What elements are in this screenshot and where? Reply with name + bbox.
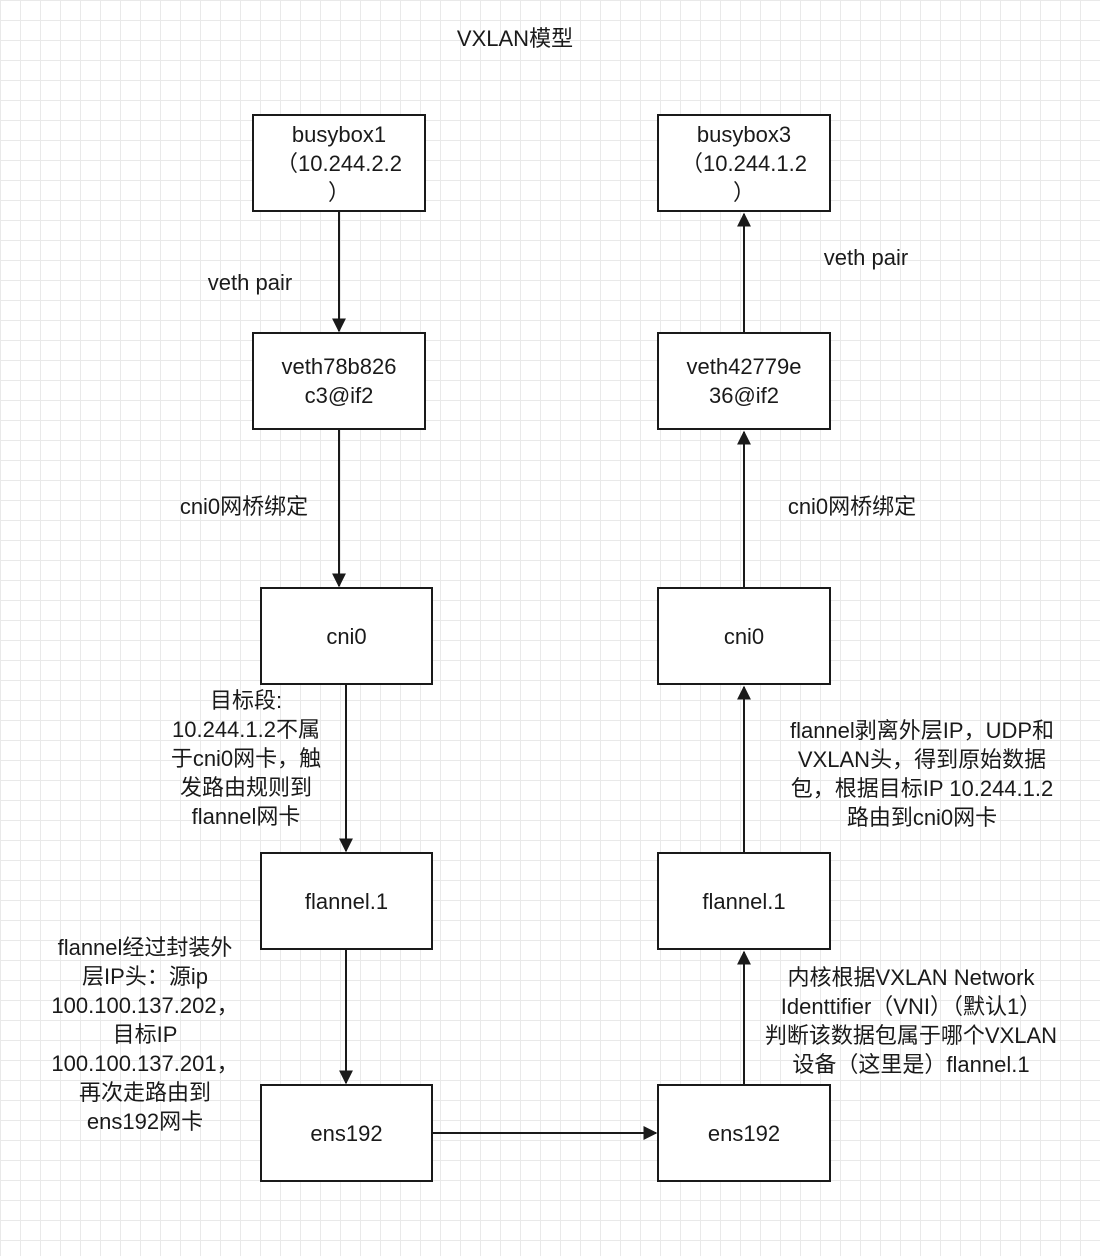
label-flannel-encapsulation: flannel经过封装外 层IP头：源ip 100.100.137.202， 目…	[51, 935, 239, 1134]
label-flannel-strip-headers: flannel剥离外层IP，UDP和 VXLAN头，得到原始数据 包，根据目标I…	[789, 718, 1055, 830]
node-ens192-left: ens192	[260, 1084, 433, 1182]
node-cni0-right: cni0	[657, 587, 831, 685]
label-route-to-flannel: 目标段: 10.244.1.2不属 于cni0网卡，触 发路由规则到 flann…	[170, 688, 322, 829]
label-kernel-vni: 内核根据VXLAN Network Identtifier（VNI）（默认1） …	[764, 965, 1058, 1077]
node-busybox1: busybox1 （10.244.2.2 ）	[252, 114, 426, 212]
node-flannel-right: flannel.1	[657, 852, 831, 950]
diagram-title: VXLAN模型	[456, 26, 574, 51]
node-busybox3: busybox3 （10.244.1.2 ）	[657, 114, 831, 212]
label-veth-pair-left: veth pair	[207, 270, 293, 295]
node-cni0-left: cni0	[260, 587, 433, 685]
label-cni0-bind-left: cni0网桥绑定	[179, 494, 309, 519]
node-ens192-right: ens192	[657, 1084, 831, 1182]
node-veth-right: veth42779e 36@if2	[657, 332, 831, 430]
node-veth-left: veth78b826 c3@if2	[252, 332, 426, 430]
node-flannel-left: flannel.1	[260, 852, 433, 950]
label-cni0-bind-right: cni0网桥绑定	[787, 494, 917, 519]
label-veth-pair-right: veth pair	[823, 245, 909, 270]
